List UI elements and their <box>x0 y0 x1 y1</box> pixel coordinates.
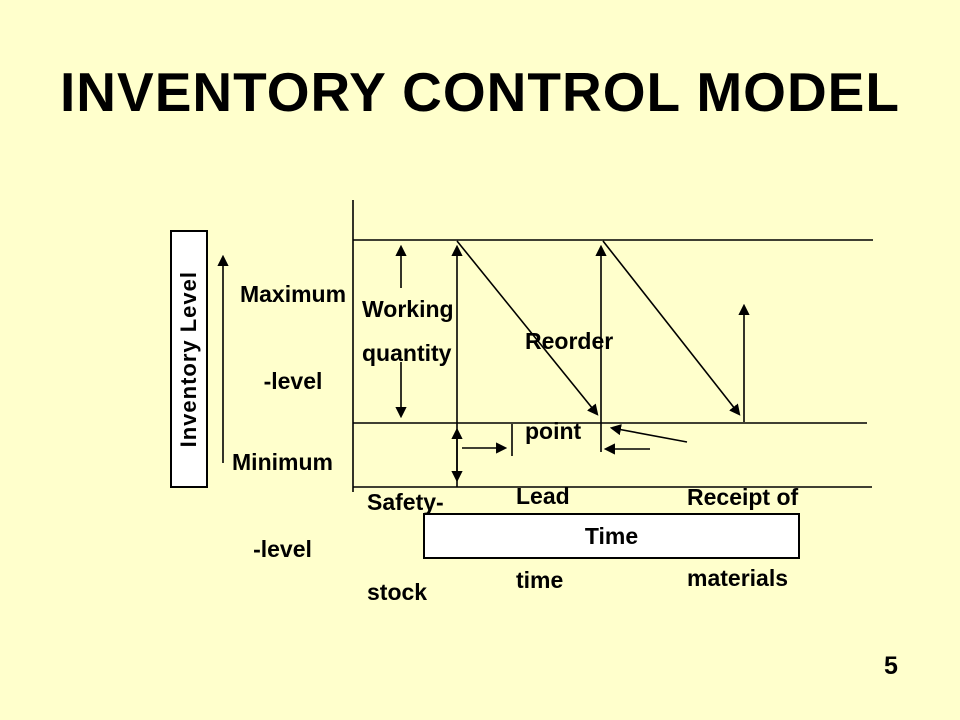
inventory-level-label: Inventory Level <box>176 270 201 448</box>
label-reorder-point: Reorder point <box>525 328 614 444</box>
label-maximum-level: Maximum -level <box>239 281 347 394</box>
label-lead-time: Lead time <box>516 483 570 593</box>
page-number: 5 <box>884 652 898 680</box>
label-working-quantity-line2: quantity <box>362 340 452 366</box>
label-safety-stock: Safety- stock <box>367 489 444 605</box>
sawtooth-cycle-2 <box>595 240 741 452</box>
label-working-quantity-line1: Working <box>362 296 454 322</box>
inventory-level-box: Inventory Level <box>170 230 208 488</box>
time-label: Time <box>584 522 639 549</box>
label-minimum-level: Minimum -level <box>232 449 333 562</box>
axis-lines <box>352 200 873 492</box>
receipt-leader-line <box>609 424 688 443</box>
consumption-line-2 <box>602 240 741 416</box>
time-box: Time <box>423 513 800 559</box>
slide-title: INVENTORY CONTROL MODEL <box>60 61 900 123</box>
lead-time-markers <box>462 424 650 456</box>
consumption-line-1 <box>456 240 599 416</box>
label-receipt-of-materials: Receipt of materials <box>687 484 799 591</box>
